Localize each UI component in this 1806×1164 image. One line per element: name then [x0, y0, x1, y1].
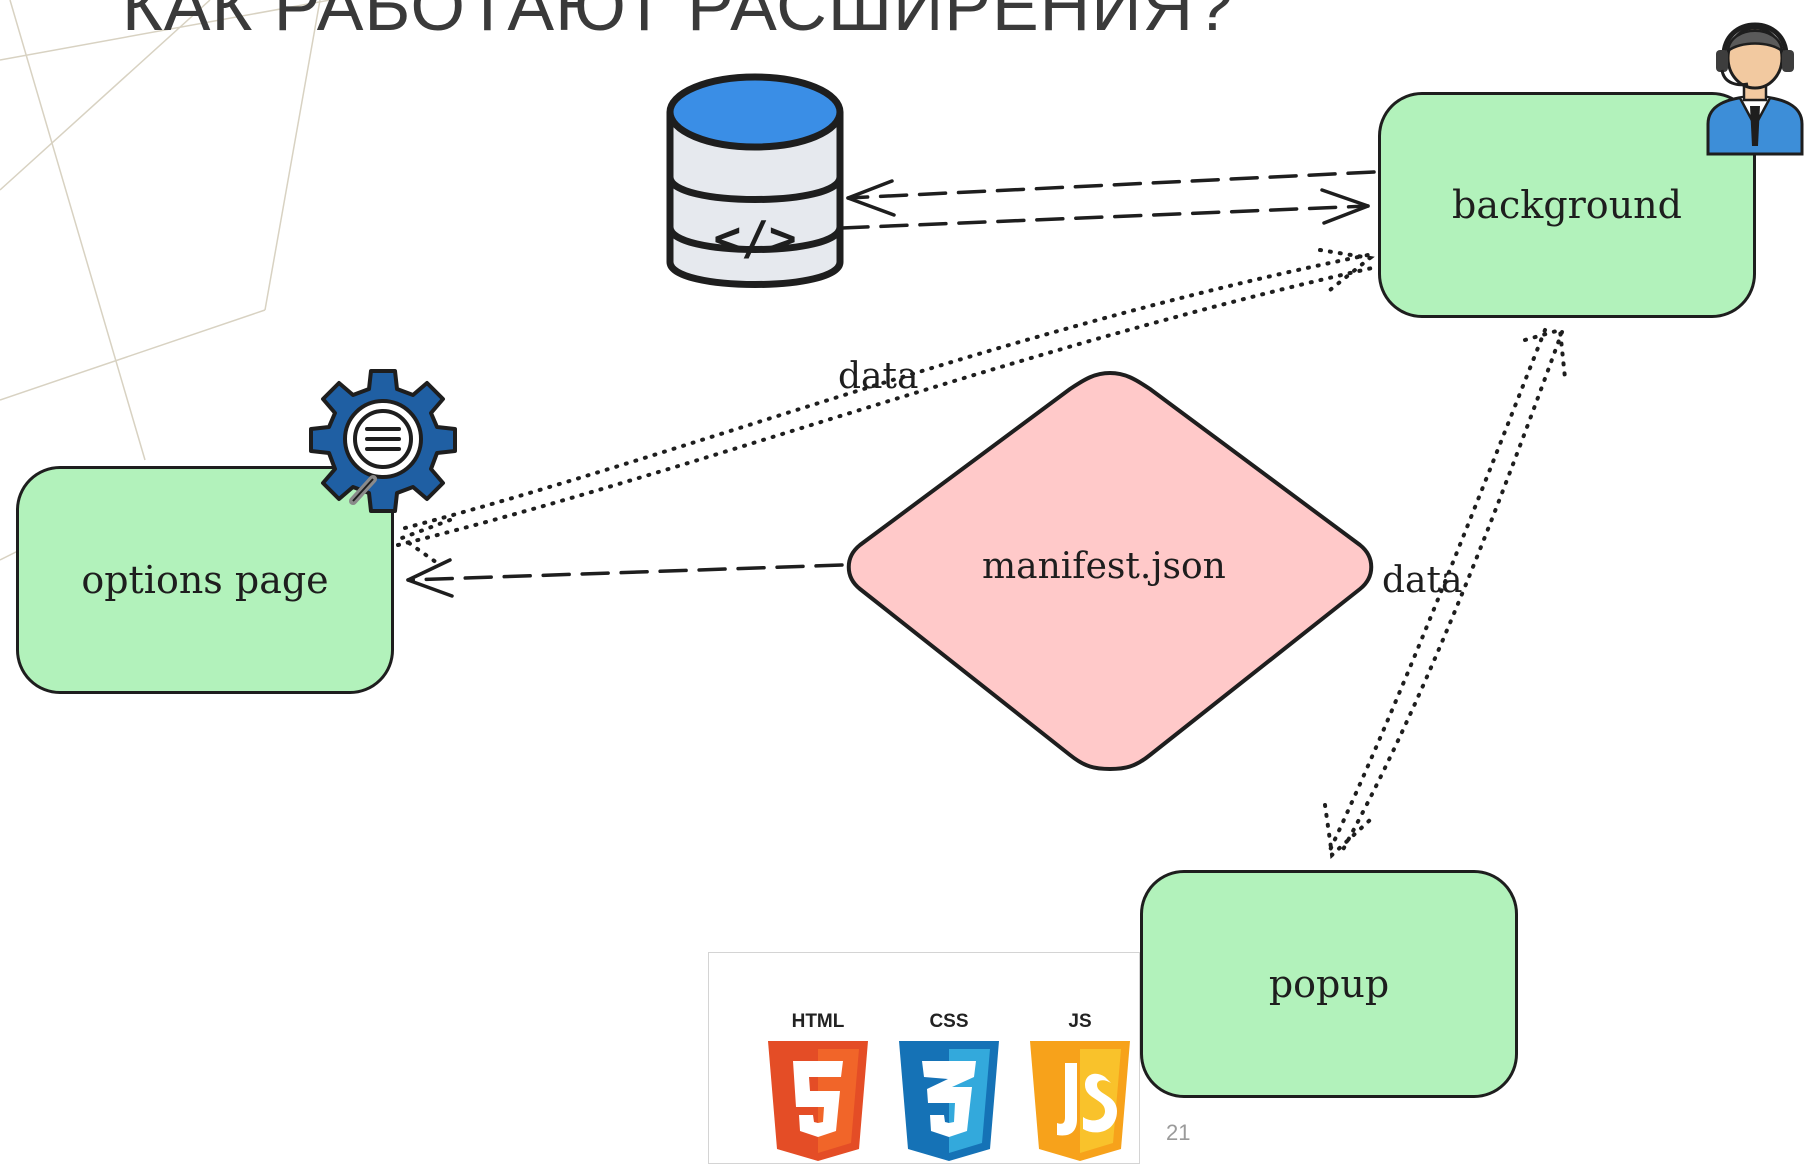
- edge-background-popup-b: [1338, 330, 1564, 857]
- js-logo: [1030, 1041, 1130, 1161]
- node-popup[interactable]: popup: [1140, 870, 1518, 1098]
- node-background-label: background: [1452, 183, 1682, 227]
- arrowhead-storage: [846, 179, 896, 217]
- edge-label-background-popup: data: [1382, 560, 1463, 601]
- edge-background-popup-a: [1328, 328, 1547, 852]
- arrowhead-bg-bottom: [1523, 327, 1567, 380]
- svg-text:</>: </>: [713, 211, 796, 265]
- css3-logo: [899, 1041, 999, 1161]
- arrowhead-bg-dotted: [1318, 248, 1375, 292]
- node-popup-label: popup: [1268, 962, 1390, 1006]
- html-label: HTML: [791, 1011, 845, 1032]
- arrowhead-options: [406, 558, 454, 598]
- database-code-icon: </>: [666, 73, 844, 288]
- js-label: JS: [1068, 1011, 1092, 1032]
- arrowhead-popup: [1323, 803, 1372, 860]
- support-agent-icon: [1706, 22, 1804, 156]
- html5-logo: [768, 1041, 868, 1161]
- settings-gear-icon: [309, 369, 457, 513]
- edge-label-options-background: data: [838, 356, 919, 397]
- page-number: 21: [1166, 1120, 1191, 1145]
- css-label: CSS: [929, 1011, 969, 1032]
- node-background[interactable]: background: [1378, 92, 1756, 318]
- slide-title: КАК РАБОТАЮТ РАСШИРЕНИЯ?: [122, 0, 1235, 45]
- node-options-page-label: options page: [81, 558, 329, 602]
- node-manifest-label: manifest.json: [982, 546, 1226, 587]
- tech-logos-panel: HTML CSS JS: [708, 952, 1140, 1164]
- edge-storage-to-background: [840, 204, 1370, 230]
- node-manifest[interactable]: [840, 365, 1380, 775]
- node-options-page[interactable]: options page: [16, 466, 394, 694]
- arrowhead-opt-dotted: [397, 518, 452, 567]
- arrowhead-background-in: [1320, 188, 1370, 225]
- edge-manifest-to-options: [406, 563, 844, 582]
- edge-background-to-storage: [846, 170, 1376, 200]
- edge-options-background-a: [403, 253, 1370, 530]
